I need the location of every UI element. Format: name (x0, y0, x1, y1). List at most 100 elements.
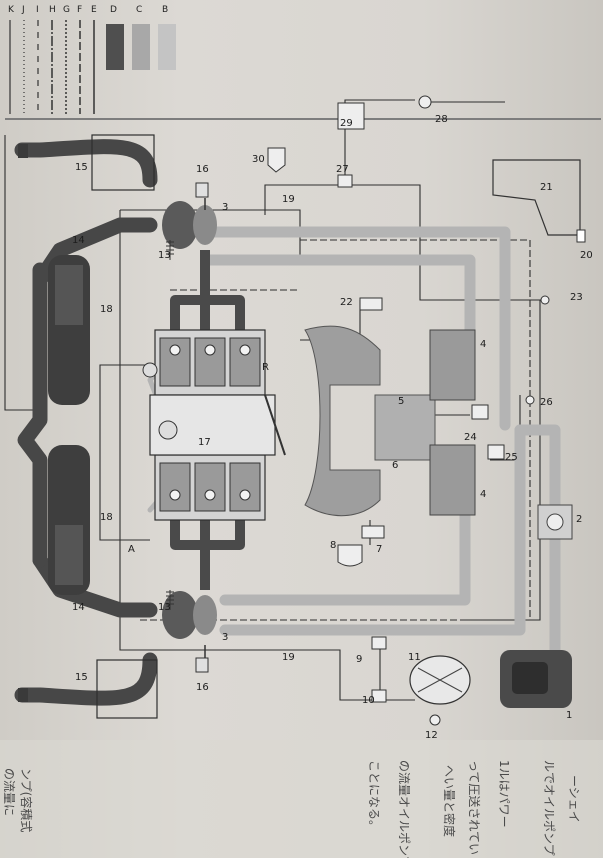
oil-cooler-29 (337, 102, 365, 130)
oil-filter-17 (158, 420, 178, 440)
label-4-lower: 4 (480, 489, 486, 500)
valve-9 (371, 636, 387, 650)
check-valve-7 (361, 525, 385, 539)
legend-key-d: D (110, 5, 117, 15)
muffler-box-upper (91, 134, 155, 191)
label-a: A (128, 544, 135, 555)
label-5: 5 (398, 396, 404, 407)
pipe-upper-inner (204, 254, 476, 336)
body-text: ーシェイ ルでオイルポンプ 1ルはパワー って圧送されてい へい量と密度 の流量… (0, 740, 603, 858)
check-valve-22 (359, 297, 383, 311)
turbo-upper-housing (162, 201, 198, 249)
legend-swatch-b (158, 24, 176, 70)
legend-key-b: B (162, 5, 168, 15)
line-outer-left (4, 135, 40, 411)
spark-plugs (169, 344, 251, 501)
muffler-box-lower (96, 659, 158, 719)
label-8: 8 (330, 540, 336, 551)
turbo-lower-compressor (193, 595, 217, 635)
plug-5 (204, 489, 216, 501)
thermostat-30 (267, 147, 286, 173)
oil-tank-1 (500, 650, 572, 708)
text-line-3: 1ルはパワー (497, 760, 511, 828)
turbochargers (162, 182, 217, 673)
text-line-5: へい量と密度 (442, 765, 457, 837)
label-2: 2 (576, 514, 582, 525)
line-27-to-23 (345, 184, 545, 301)
legend-key-c: C (136, 5, 142, 15)
line-right-vertical (465, 300, 541, 621)
label-26: 26 (540, 397, 553, 408)
text-line-2: ルでオイルポンプ (542, 760, 556, 856)
label-30: 30 (252, 154, 265, 165)
engine-block (142, 329, 286, 521)
label-22: 22 (340, 297, 353, 308)
joint-23 (540, 295, 550, 305)
legend-key-k: K (8, 5, 15, 15)
oil-filter-2-cap (546, 513, 564, 531)
spring-13-lower (166, 590, 174, 610)
legend-key-g: G (63, 5, 70, 15)
label-27: 27 (336, 164, 349, 175)
pipe-lower-inner (219, 509, 471, 606)
label-25: 25 (505, 452, 518, 463)
joint-26 (525, 395, 535, 405)
cylinders-lower (159, 462, 261, 512)
valve-27 (337, 174, 353, 188)
label-29: 29 (340, 118, 353, 129)
pipe-upper-turbo-return (204, 226, 511, 431)
oil-cooler-21 (492, 159, 581, 236)
label-13-lower: 13 (158, 602, 171, 613)
valve-25 (487, 444, 505, 460)
catalytic-converters (48, 255, 90, 595)
plug-3 (239, 344, 251, 356)
exhaust-left-run (17, 262, 48, 568)
oil-tank-window (512, 662, 548, 694)
tailpipe-lower (14, 652, 158, 706)
legend-swatch-c (132, 24, 150, 70)
valve-16-lower (195, 657, 209, 673)
oil-pump-11-marks (417, 667, 463, 693)
legend: B C D E F G H I J K (5, 5, 601, 120)
valve-10 (371, 689, 387, 703)
label-24: 24 (464, 432, 477, 443)
text-line-6: の流量オイルポンプ (397, 760, 411, 858)
label-12: 12 (425, 730, 438, 741)
plug-4 (169, 489, 181, 501)
line-17-loop (99, 364, 150, 541)
label-20: 20 (580, 250, 593, 261)
label-9: 9 (356, 654, 362, 665)
exhaust-system (14, 139, 158, 706)
converter-lower-core (55, 525, 83, 585)
fitting-20 (576, 229, 586, 243)
legend-key-i: I (36, 5, 39, 15)
cylinder-6 (229, 462, 261, 512)
legend-key-f: F (77, 5, 82, 15)
legend-swatch-d (106, 24, 124, 70)
label-16-lower: 16 (196, 682, 209, 693)
label-7: 7 (376, 544, 382, 555)
label-4-upper: 4 (480, 339, 486, 350)
text-margin-1: ンプ(容積式 (19, 768, 34, 832)
converter-upper-core (55, 265, 83, 325)
label-13-upper: 13 (158, 250, 171, 261)
manifold-lower (170, 510, 245, 590)
oil-pan (304, 325, 381, 517)
text-margin-2: の流量に (2, 768, 16, 816)
label-15-upper: 15 (75, 162, 88, 173)
label-15-lower: 15 (75, 672, 88, 683)
legend-key-j: J (21, 5, 25, 15)
pipe-to-tank (514, 424, 561, 661)
label-18-upper: 18 (100, 304, 113, 315)
text-line-4: って圧送されてい (467, 760, 482, 855)
cylinder-1 (159, 337, 191, 387)
label-18-lower: 18 (100, 512, 113, 523)
label-1: 1 (566, 710, 572, 721)
tailpipe-tip-lower (18, 688, 28, 702)
legend-key-e: E (91, 5, 97, 15)
tailpipe-upper (14, 139, 158, 188)
legend-key-h: H (49, 5, 56, 15)
label-16-upper: 16 (196, 164, 209, 175)
